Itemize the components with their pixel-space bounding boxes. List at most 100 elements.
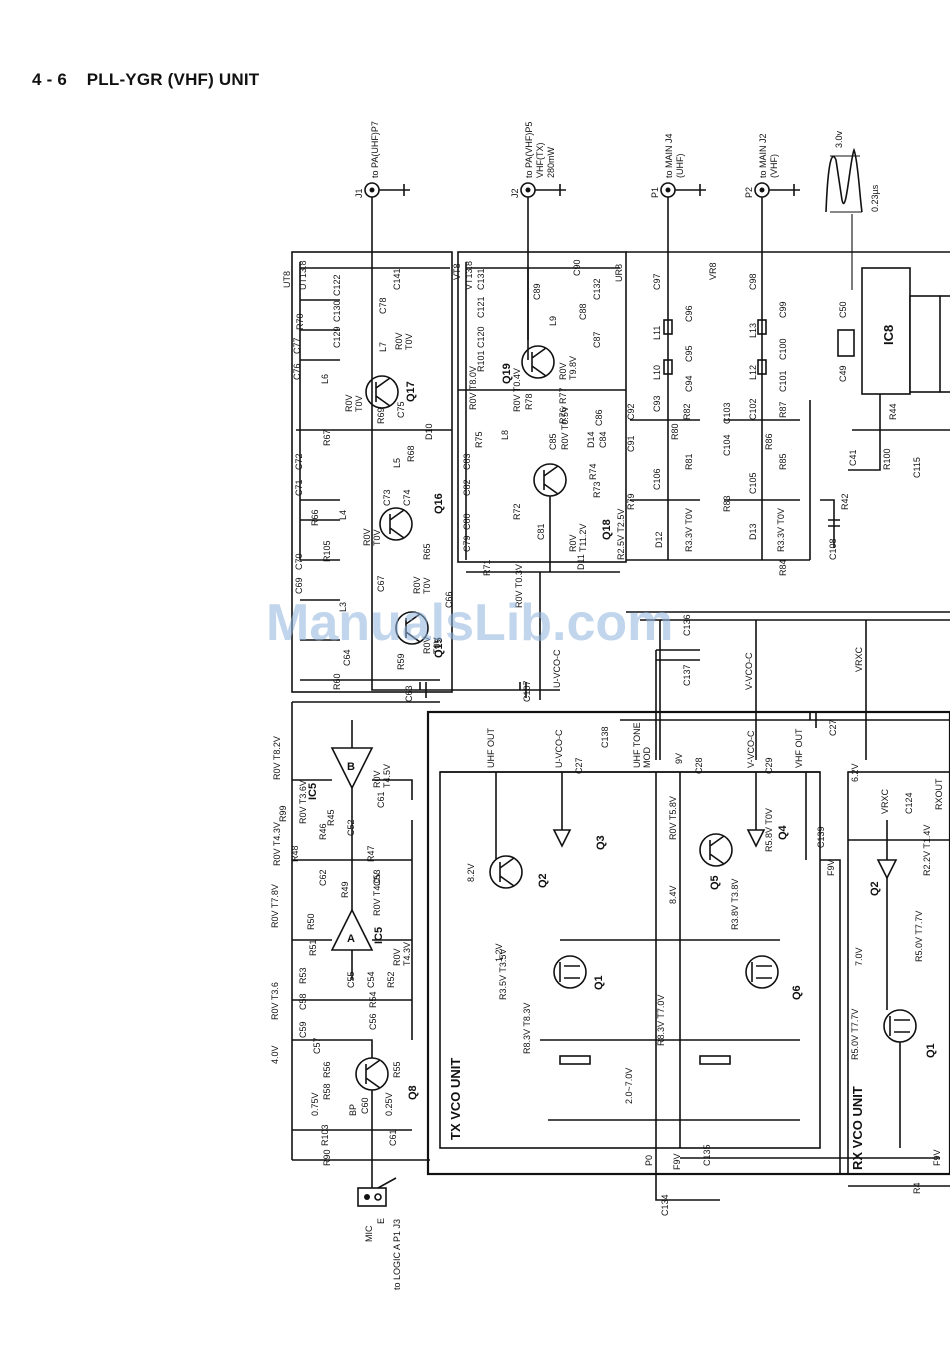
j2-sub2: 280mW	[546, 146, 556, 178]
ic8[interactable]: IC8 R44 C50 C49 X2 R100 C115 C41 R42 C10…	[820, 267, 950, 560]
connector-p1[interactable]: P1 to MAIN J4 (UHF)	[650, 133, 706, 560]
rx-q1-fet-icon[interactable]	[883, 1009, 917, 1043]
v-58: R5.8V T0V	[764, 808, 774, 852]
c136-ref: C136	[682, 614, 692, 636]
connector-j3[interactable]: MIC E to LOGIC A P1 J3	[357, 1160, 402, 1290]
section-number: 4 - 6	[32, 70, 68, 89]
r60-ref: R60	[332, 673, 342, 690]
c82-ref: C82	[462, 479, 472, 496]
r84-ref: R84	[778, 559, 788, 576]
vt138-net-label: VT13.8	[464, 261, 474, 290]
v03: R0V T0.3V	[514, 564, 524, 608]
c76-ref: C76	[292, 363, 302, 380]
connector-p2[interactable]: P2 to MAIN J2 (VHF)	[744, 133, 800, 560]
tx-vco-unit-label: TX VCO UNIT	[448, 1058, 463, 1140]
q17-tt2: T0V	[354, 395, 364, 412]
page-title: 4 - 6 PLL-YGR (VHF) UNIT	[32, 70, 259, 90]
p2-sub: (VHF)	[769, 154, 779, 178]
r100-ref: R100	[882, 448, 892, 470]
c94-ref: C94	[684, 375, 694, 392]
vt8-section: VT8 VT13.8 UR8 C131 C121 C120 R101 C89 C…	[452, 259, 626, 700]
c131-ref: C131	[476, 268, 486, 290]
v-38: R3.8V T3.8V	[730, 879, 740, 930]
v-84: 8.4V	[668, 885, 678, 904]
c81-ref: C81	[536, 523, 546, 540]
l5-ref: L5	[392, 458, 402, 468]
d10-ref: D10	[424, 423, 434, 440]
c99-ref: C99	[778, 301, 788, 318]
c59-ref: C59	[298, 1021, 308, 1038]
v-r58-t0: 6.2V	[850, 763, 860, 782]
vrxc-label1: VRXC	[854, 646, 864, 672]
c129-ref: C129	[332, 326, 342, 348]
q1-fet-icon[interactable]	[553, 955, 587, 989]
q2-ref: Q2	[537, 873, 549, 888]
c62-ref: C62	[318, 869, 328, 886]
c28-ref: C28	[694, 757, 704, 774]
q15-transistor-icon[interactable]	[395, 611, 429, 645]
c71-ref: C71	[294, 479, 304, 496]
rx-q2-ref: Q2	[869, 881, 881, 896]
q5-transistor-icon[interactable]	[699, 833, 733, 867]
q18-transistor-icon[interactable]	[533, 463, 567, 497]
connector-j1[interactable]: J1 to PA(UHF)P7	[354, 121, 410, 430]
v-36a: R0V T3.6V	[298, 780, 308, 824]
q19-ref: Q19	[501, 363, 513, 384]
ic5-mic-amp: B A IC5 R0V T8.2V R0V T4.5V C61 R99 R0V …	[270, 720, 419, 1166]
c54-ref: C54	[366, 971, 376, 988]
q6-ref: Q6	[791, 985, 803, 1000]
vrxc-label2: VRXC	[880, 788, 890, 814]
u-vco-c-label2: U-VCO-C	[554, 729, 564, 768]
c130-ref: C130	[332, 300, 342, 322]
connector-j2[interactable]: J2 to PA(VHF)P5 VHF(TX) 280mW	[510, 122, 566, 340]
v-62: R2.2V T1.4V	[922, 825, 932, 876]
c64-ref: C64	[342, 649, 352, 666]
rx-q2-buffer-icon[interactable]	[876, 859, 898, 880]
v-50-77: R5.0V T7.7V	[850, 1009, 860, 1060]
r53-ref: R53	[298, 967, 308, 984]
c98-ref: C98	[748, 273, 758, 290]
r44-ref: R44	[888, 403, 898, 420]
r74-ref: R74	[588, 463, 598, 480]
q17-transistor-icon[interactable]	[365, 375, 399, 409]
r85-ref: R85	[778, 453, 788, 470]
q16-transistor-icon[interactable]	[379, 507, 413, 541]
v-12: 1.2V	[494, 943, 504, 962]
c50-ref: C50	[838, 301, 848, 318]
vr8-net-label: VR8	[708, 262, 718, 280]
c74-ref: C74	[402, 489, 412, 506]
q16-rt: R0V	[362, 528, 372, 546]
q19-tt: T9.8V	[568, 356, 578, 380]
q3-ref: Q3	[595, 835, 607, 850]
r101-ref: R101	[476, 350, 486, 372]
mod-label: MOD	[642, 747, 652, 768]
r99-ref: R99	[278, 805, 288, 822]
q19-rt: R0V	[558, 362, 568, 380]
q19-transistor-icon[interactable]	[521, 345, 555, 379]
c95-ref: C95	[684, 345, 694, 362]
c100-ref: C100	[778, 338, 788, 360]
v-83-70: R8.3V T7.0V	[656, 995, 666, 1046]
q17-tt: T0V	[404, 333, 414, 350]
c49-ref: C49	[838, 365, 848, 382]
ic5a-amp-label: A	[347, 933, 355, 945]
q3-buffer-icon[interactable]	[552, 829, 572, 848]
q6-fet-icon[interactable]	[745, 955, 779, 989]
q15-rt2: R0V	[422, 636, 432, 654]
q8-transistor-icon[interactable]	[355, 1057, 389, 1091]
c78-ref: C78	[378, 297, 388, 314]
j2-label: to PA(VHF)P5	[524, 122, 534, 178]
c70-ref: C70	[294, 553, 304, 570]
r49-ref: R49	[340, 881, 350, 898]
q4-buffer-icon[interactable]	[746, 829, 766, 848]
q2-transistor-icon[interactable]	[489, 855, 523, 889]
c138-ref: C138	[600, 726, 610, 748]
c41-ref: C41	[848, 449, 858, 466]
q17-rt: R0V	[394, 332, 404, 350]
r55-ref: R55	[392, 1061, 402, 1078]
ut8-section: UT8 UT13.8 R70 C122 C130 C129 C77 C76 C1…	[282, 260, 560, 702]
r46-ref: R46	[318, 823, 328, 840]
l10-ref: L10	[652, 365, 662, 380]
r105-ref: R105	[322, 540, 332, 562]
